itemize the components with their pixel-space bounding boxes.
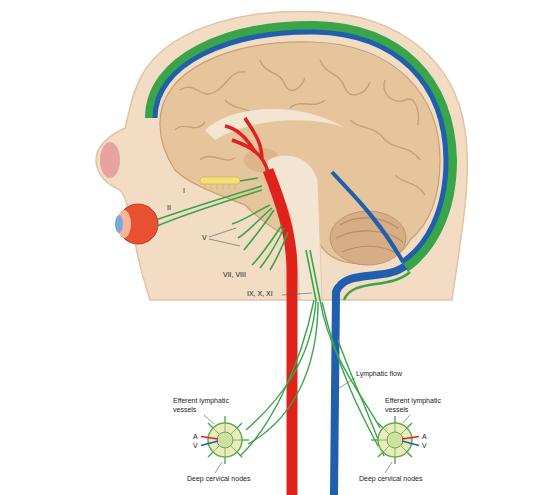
- label: I: [182, 186, 186, 195]
- label: IX, X, XI: [246, 289, 274, 298]
- label: Efferent lymphatic vessels: [384, 396, 448, 414]
- label: V: [201, 233, 208, 242]
- label: A: [192, 432, 199, 441]
- label: Lymphatic flow: [355, 369, 403, 378]
- label: Deep cervical nodes: [358, 474, 423, 483]
- label: V: [421, 441, 428, 450]
- label: Deep cervical nodes: [186, 474, 251, 483]
- label: II: [166, 203, 172, 212]
- label: A: [421, 432, 428, 441]
- label: VII, VIII: [222, 270, 247, 279]
- label: V: [192, 441, 199, 450]
- label: Efferent lymphatic vessels: [172, 396, 236, 414]
